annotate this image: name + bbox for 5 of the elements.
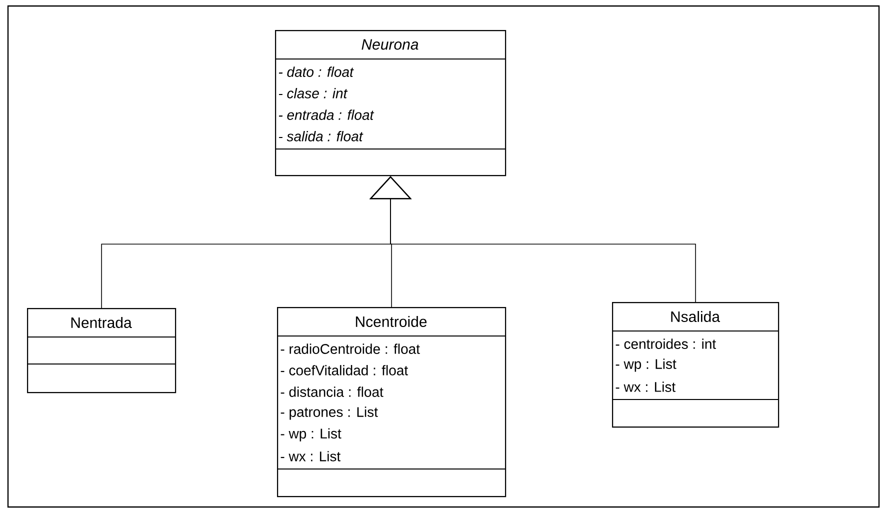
class-box: Nentrada: [27, 308, 176, 394]
class-box: Nsalida - centroides : int - wp : List - wx : List: [612, 302, 780, 428]
inheritance-arrow: [369, 176, 696, 302]
class-box: Ncentroide - radioCentroide : float - coefVitalidad : float - distancia : float - patrones : List - wp : List - wx : List: [277, 307, 506, 498]
class-box: Neurona - dato : float - clase : int - entrada : float - salida : float: [275, 30, 506, 176]
